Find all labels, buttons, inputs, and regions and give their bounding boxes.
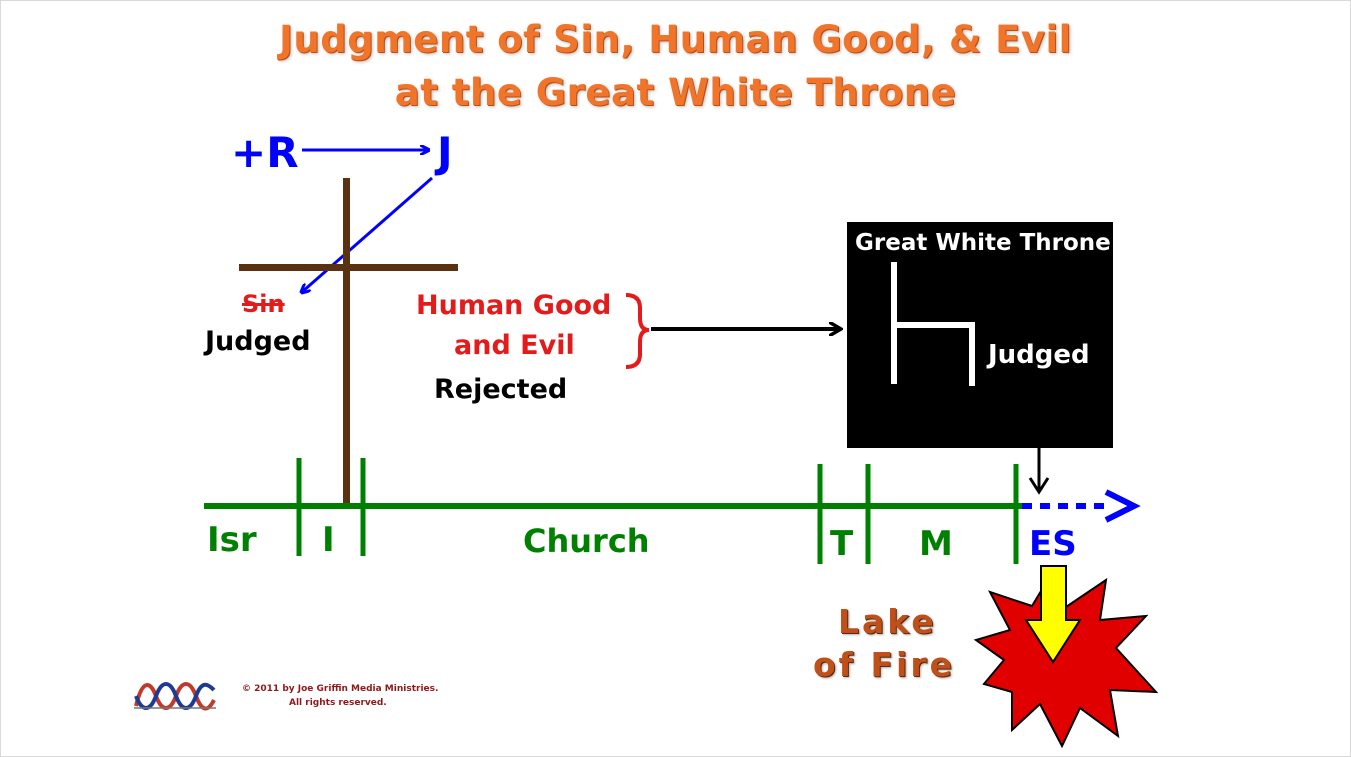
lake-label: Lake [838, 602, 937, 641]
rejected-label: Rejected [434, 374, 568, 405]
ministry-logo-icon [134, 682, 216, 711]
timeline-label-t: T [830, 524, 854, 564]
throne-judged-label: Judged [988, 340, 1090, 370]
judged-down-arrowhead [1028, 477, 1050, 495]
cross-vertical [343, 178, 350, 503]
slide-title-line2: at the Great White Throne [394, 71, 957, 114]
human-good-label: Human Good [416, 290, 612, 321]
great-white-throne-label: Great White Throne [855, 230, 1111, 256]
rights-text: All rights reserved. [289, 698, 387, 708]
yellow-down-arrow [1024, 565, 1082, 664]
j-label: J [437, 128, 453, 177]
copyright-text: © 2011 by Joe Griffin Media Ministries. [242, 684, 439, 694]
timeline-label-isr: Isr [207, 520, 257, 560]
sin-label: Sin [242, 290, 285, 318]
and-evil-label: and Evil [454, 330, 575, 361]
throne-chair-seat [891, 322, 975, 328]
timeline-label-m: M [919, 524, 953, 564]
timeline-label-church: Church [523, 522, 650, 560]
j-to-sin-arrow [302, 176, 433, 292]
throne-chair-leg [969, 322, 975, 386]
timeline-label-es: ES [1029, 524, 1077, 564]
sin-judged-label: Judged [205, 326, 311, 357]
of-fire-label: of Fire [813, 645, 956, 684]
timeline-arrowhead [1104, 489, 1141, 523]
red-brace [625, 293, 650, 369]
plus-r-label: +R [231, 128, 299, 177]
cross-horizontal [239, 264, 458, 271]
fire-starburst [973, 573, 1159, 749]
timeline-label-i: I [322, 520, 335, 560]
slide-title-line1: Judgment of Sin, Human Good, & Evil [279, 18, 1072, 61]
